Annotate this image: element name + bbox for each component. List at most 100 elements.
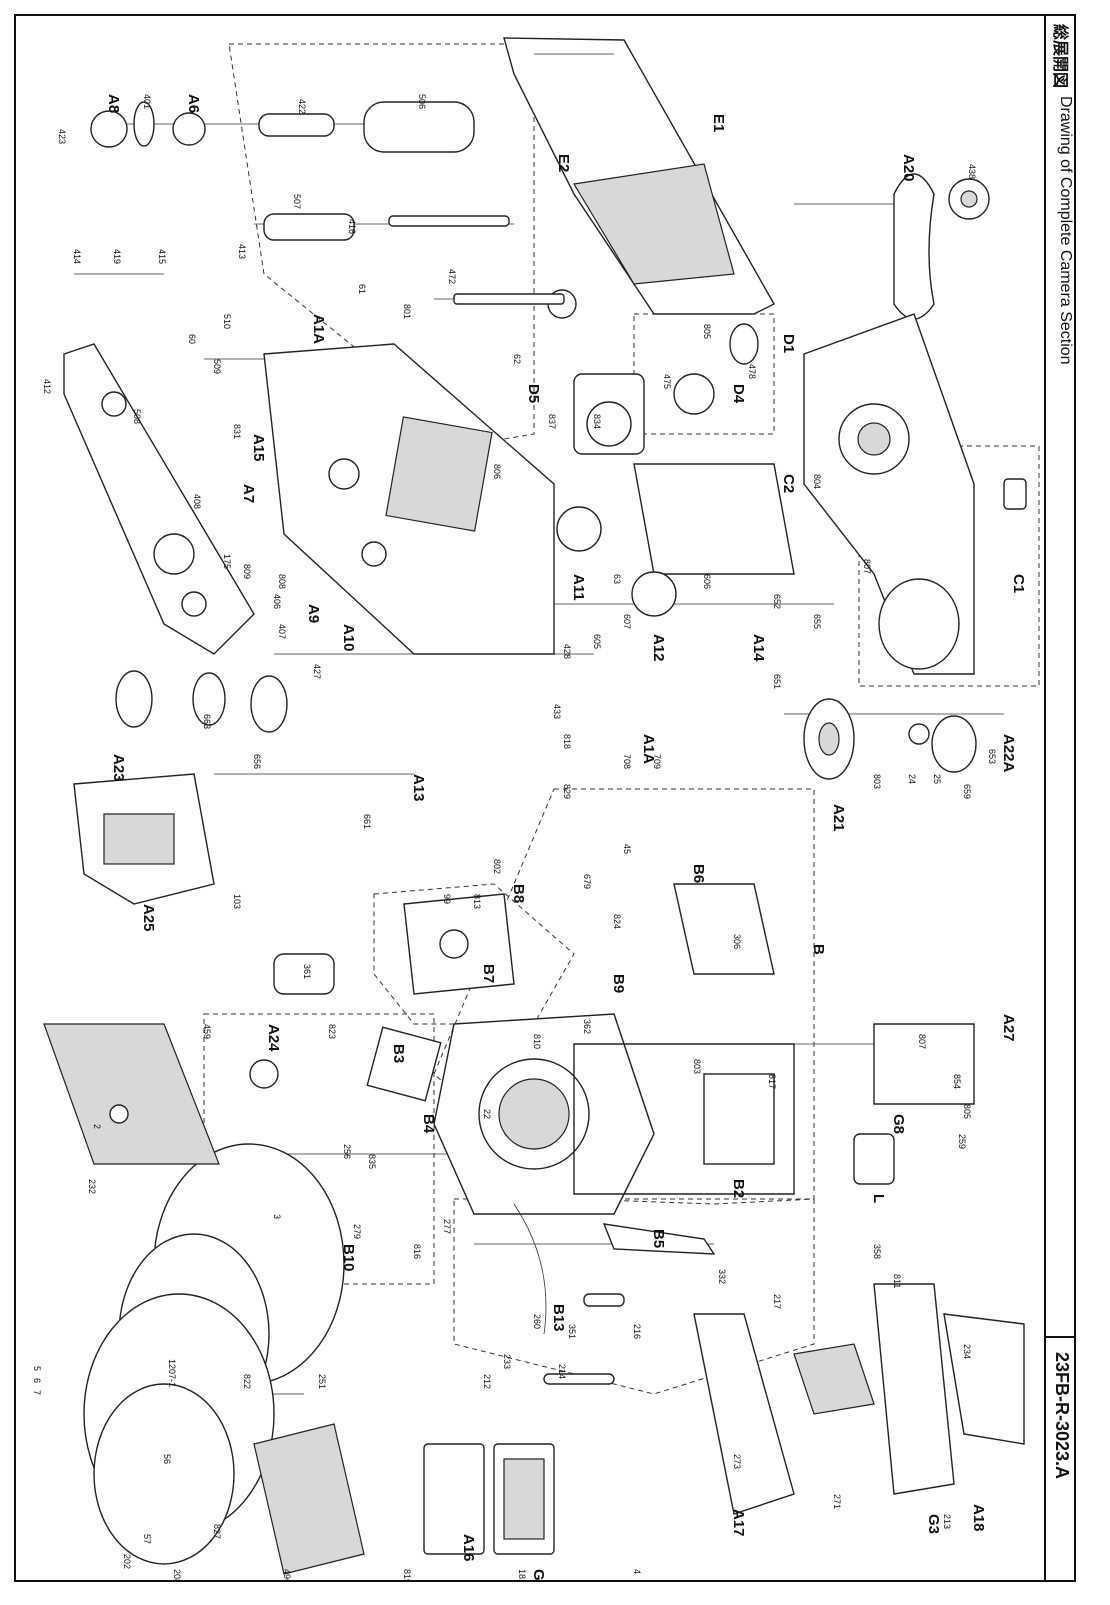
part-number-label: 232: [87, 1179, 97, 1194]
part-number-label: 1819: [517, 1569, 527, 1582]
document-number: 23FB-R-3023.A: [1052, 1352, 1072, 1480]
part-label-bold: A25: [140, 904, 157, 932]
part-number-label: 607: [622, 614, 632, 629]
gear-a21: [803, 698, 977, 780]
part-number-label: 807: [917, 1034, 927, 1049]
part-number-label: 817: [767, 1074, 777, 1089]
part-number-label: 103: [232, 894, 242, 909]
plate-b3: [249, 953, 442, 1102]
part-number-label: 679: [582, 874, 592, 889]
rings-a23-45: [115, 670, 288, 733]
finder-assembly-a17-a18: [693, 1283, 1025, 1515]
part-label-bold: A18: [970, 1504, 987, 1532]
part-label-bold: A15: [250, 434, 267, 462]
drawing-frame: [14, 14, 1076, 1582]
front-plate-c: [803, 313, 1027, 675]
part-number-label: 233: [502, 1354, 512, 1369]
frames-a16-g2: [423, 1443, 555, 1555]
levers-b5-b13: [513, 1203, 716, 1385]
part-label-bold: C1: [1010, 574, 1027, 593]
part-number-label: 507: [292, 194, 302, 209]
part-label-bold: D5: [525, 384, 542, 403]
part-number-label: 810: [532, 1034, 542, 1049]
part-number-label: 459: [202, 1024, 212, 1039]
part-number-label: 260: [532, 1314, 542, 1329]
part-number-label: 509: [212, 359, 222, 374]
part-number-label: 60: [187, 334, 197, 344]
part-number-label: 805: [962, 1104, 972, 1119]
part-label-bold: B6: [690, 864, 707, 883]
part-number-label: 663: [202, 714, 212, 729]
part-number-label: 56: [162, 1454, 172, 1464]
title-strip: [1044, 14, 1076, 1582]
part-label-bold: A11: [570, 574, 587, 601]
part-label-bold: D4: [730, 384, 747, 404]
part-number-label: 408: [192, 494, 202, 509]
part-number-label: 24: [907, 774, 917, 784]
part-number-label: 63: [612, 574, 622, 584]
part-number-label: 416: [347, 219, 357, 234]
part-label-bold: G2: [530, 1569, 547, 1582]
part-number-label: 824: [612, 914, 622, 929]
part-number-label: 808: [277, 574, 287, 589]
part-number-label: 478: [747, 364, 757, 379]
part-label-bold: A1A: [640, 734, 657, 764]
part-label-bold: L: [870, 1194, 887, 1203]
part-label-bold: B9: [610, 974, 627, 993]
exploded-view-svg: A8A6E1E2A20D1D4D5A1AA15A7A9A10C2C1A11A12…: [32, 37, 1040, 1582]
part-number-label: 803: [872, 774, 882, 789]
part-number-label: 61: [357, 284, 367, 294]
header-english-title: Drawing of Complete Camera Section: [1057, 96, 1074, 365]
part-number-label: 271: [832, 1494, 842, 1509]
part-number-label: 259: [957, 1134, 967, 1149]
part-number-label: 819: [402, 1569, 412, 1582]
part-number-label: 6: [32, 1378, 42, 1383]
part-number-label: 2: [92, 1124, 102, 1129]
top-cover-a: [63, 343, 255, 655]
part-number-label: 656: [252, 754, 262, 769]
part-number-label: 834: [592, 414, 602, 429]
part-number-label: 419: [112, 249, 122, 264]
mirror-box-b: [433, 883, 975, 1215]
bayonet-rings-b10: [83, 1143, 345, 1565]
part-number-label: 351: [567, 1324, 577, 1339]
part-number-label: 822: [242, 1374, 252, 1389]
part-number-label: 837: [547, 414, 557, 429]
part-number-label: 361: [302, 964, 312, 979]
part-number-label: 605: [592, 634, 602, 649]
part-number-label: 415: [157, 249, 167, 264]
part-label-bold: E1: [710, 114, 727, 132]
part-label-bold: B: [810, 944, 827, 955]
part-label-bold: A12: [650, 634, 667, 662]
part-number-label: 606: [702, 574, 712, 589]
part-number-label: 438: [967, 164, 977, 179]
part-label-bold: A17: [730, 1509, 747, 1537]
part-number-label: 45: [622, 844, 632, 854]
part-label-bold: B8: [510, 884, 527, 903]
part-number-label: 423: [57, 129, 67, 144]
part-number-label: 414: [72, 249, 82, 264]
part-number-label: 401: [142, 94, 152, 109]
part-label-bold: D1: [780, 334, 797, 353]
shaft-assembly-top: [90, 101, 577, 319]
part-number-label: 805: [702, 324, 712, 339]
part-number-label: 407: [277, 624, 287, 639]
part-number-label: 413: [237, 244, 247, 259]
part-label-bold: B3: [390, 1044, 407, 1063]
part-number-label: 854: [952, 1074, 962, 1089]
part-label-bold: B5: [650, 1229, 667, 1248]
part-number-label: 217: [772, 1294, 782, 1309]
part-label-bold: A9: [305, 604, 322, 623]
part-number-label: 496: [282, 1569, 292, 1582]
part-number-label: 506: [417, 94, 427, 109]
part-number-label: 277: [442, 1219, 452, 1234]
part-label-bold: E2: [555, 154, 572, 172]
part-number-label: 709: [652, 754, 662, 769]
part-number-label: 25: [932, 774, 942, 784]
part-number-label: 358: [872, 1244, 882, 1259]
part-number-label: 202: [122, 1554, 132, 1569]
